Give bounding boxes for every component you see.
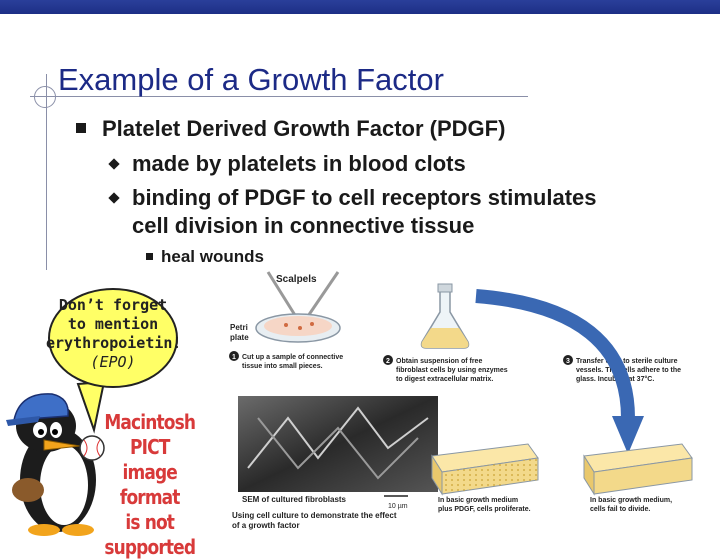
pict-line-3: is not supported: [104, 510, 196, 559]
step1-line2: tissue into small pieces.: [242, 363, 323, 370]
flask-suspension-liquid: [421, 328, 469, 348]
sem-cells: [247, 406, 429, 469]
step3-number: 3: [566, 358, 570, 365]
speech-bubble-text: Don’t forget to mention erythropoietin! …: [46, 296, 182, 372]
penguin-belly: [40, 445, 88, 525]
sub-bullet-2-text: binding of PDGF to cell receptors stimul…: [132, 185, 597, 210]
penguin-pupil: [52, 429, 58, 435]
step3-badge: [563, 355, 573, 365]
speech-bubble: [48, 288, 178, 388]
figure-caption-1: Using cell culture to demonstrate the ef…: [232, 511, 397, 520]
bullet-pdgf-text: Platelet Derived Growth Factor (PDGF): [102, 116, 506, 141]
petri-tissue: [264, 316, 332, 336]
baseball: [79, 435, 105, 461]
sem-cells-2: [257, 417, 419, 480]
vessel-pdgf-cells: [442, 458, 538, 494]
decor-vertical-line: [46, 74, 47, 270]
pict-line-2: image format: [119, 460, 181, 509]
transfer-arrow: [475, 289, 635, 419]
step2-line1: Obtain suspension of free: [396, 358, 482, 365]
sub-bullet-1-text: made by platelets in blood clots: [132, 151, 466, 176]
sem-photo: [238, 396, 438, 492]
step2-line3: to digest extracellular matrix.: [396, 376, 493, 383]
callout-line-4: (EPO): [90, 353, 136, 371]
step1-line1: Cut up a sample of connective: [242, 354, 343, 361]
cap-visor: [6, 416, 40, 426]
label-basic-2: cells fail to divide.: [590, 506, 650, 513]
step1-badge: [229, 351, 239, 361]
label-scale: 10 µm: [388, 503, 408, 510]
pict-line-1: Macintosh PICT: [104, 410, 196, 459]
transfer-arrow-head: [612, 416, 644, 454]
label-scalpels: Scalpels: [276, 274, 317, 285]
sub-sub-bullet: heal wounds: [146, 247, 264, 267]
label-basic-1: In basic growth medium,: [590, 497, 672, 504]
small-square-bullet-icon: [146, 253, 153, 260]
step1-number: 1: [232, 354, 236, 361]
callout-line-1: Don’t forget: [58, 296, 168, 314]
decor-circle: [34, 86, 56, 108]
bullet-pdgf: Platelet Derived Growth Factor (PDGF): [76, 116, 505, 142]
penguin-pupil: [38, 429, 44, 435]
baseball-stitches: [83, 439, 101, 457]
step2-badge: [383, 355, 393, 365]
diamond-bullet-icon: [108, 158, 120, 170]
bubble-tail: [76, 380, 106, 434]
label-with-pdgf-1: In basic growth medium: [438, 497, 518, 504]
slide-title: Example of a Growth Factor: [58, 62, 444, 97]
label-sem: SEM of cultured fibroblasts: [242, 495, 347, 504]
tissue-piece: [310, 322, 314, 326]
penguin-clipart: [6, 380, 106, 536]
step2-number: 2: [386, 358, 390, 365]
diamond-bullet-icon: [108, 192, 120, 204]
label-with-pdgf-2: plus PDGF, cells proliferate.: [438, 506, 531, 513]
penguin-foot: [62, 524, 94, 536]
label-petri: Petri: [230, 323, 248, 332]
scalpel-right: [302, 271, 340, 323]
penguin-foot: [28, 524, 60, 536]
flask-cap: [437, 283, 453, 293]
sub-sub-bullet-text: heal wounds: [161, 247, 264, 266]
step3-line1: Transfer cells to sterile culture: [576, 358, 678, 365]
square-bullet-icon: [76, 123, 86, 133]
scalpel-left: [266, 271, 300, 321]
step2-line2: fibroblast cells by using enzymes: [396, 367, 508, 374]
callout-line-2: to mention: [67, 315, 159, 333]
step3-line2: vessels. The cells adhere to the: [576, 367, 681, 374]
cell-culture-figure: Scalpels Petri plate 1 Cut up a sample o…: [228, 268, 708, 536]
decor-horizontal-line: [30, 96, 528, 97]
penguin-glove: [12, 478, 44, 502]
sub-bullet-2-continuation-text: cell division in connective tissue: [132, 213, 475, 238]
label-plate: plate: [230, 333, 249, 342]
tissue-piece: [298, 326, 302, 330]
top-bar: [0, 0, 720, 14]
unsupported-image-notice: Macintosh PICT image format is not suppo…: [103, 410, 197, 560]
vessel-basic-side: [583, 454, 595, 496]
callout-line-3: erythropoietin!: [46, 334, 182, 352]
tissue-piece: [284, 323, 288, 327]
penguin-cap: [13, 393, 69, 421]
penguin-beak: [43, 439, 81, 451]
figure-caption-2: of a growth factor: [232, 521, 300, 530]
